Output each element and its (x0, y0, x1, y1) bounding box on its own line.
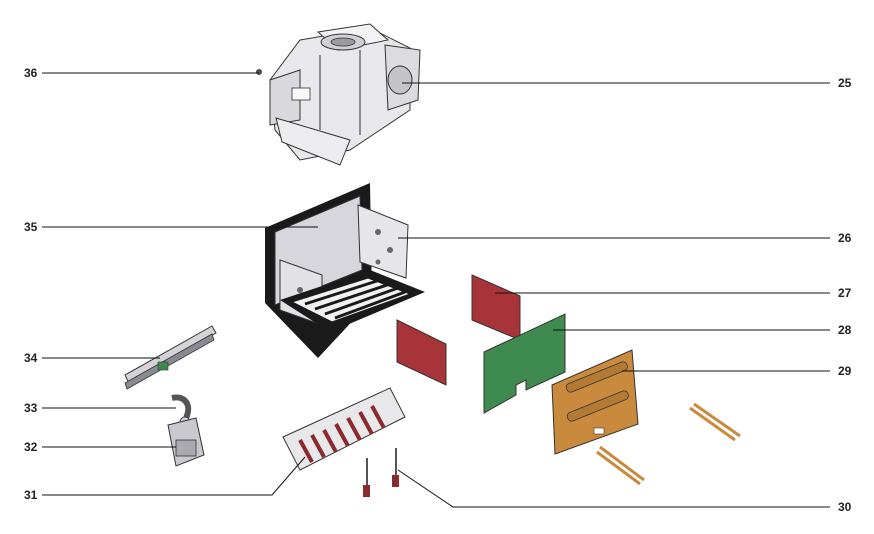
part-34-manifold-rail (124, 325, 217, 390)
part-25-fan-hood (269, 23, 421, 166)
callout-26: 26 (838, 231, 852, 245)
part-copper-clip-left (596, 445, 645, 486)
callout-27: 27 (838, 286, 852, 300)
part-29-copper-plate (551, 349, 639, 455)
callout-36: 36 (24, 66, 38, 80)
part-28-green-panel (483, 313, 566, 414)
part-32-gas-valve (167, 417, 205, 467)
callout-34: 34 (24, 351, 38, 365)
callout-33: 33 (24, 401, 38, 415)
part-red-panel-side (396, 319, 447, 386)
callout-32: 32 (24, 440, 38, 454)
part-35-chamber-frame (265, 183, 409, 358)
callout-35: 35 (24, 220, 38, 234)
part-copper-clip-right (689, 402, 741, 442)
part-31-burner (282, 387, 406, 471)
leader-lines (42, 72, 830, 508)
callout-28: 28 (838, 323, 852, 337)
callout-25: 25 (838, 76, 852, 90)
callout-31: 31 (24, 488, 38, 502)
part-36-screw (256, 69, 262, 75)
part-26-burner-tray (280, 270, 425, 332)
part-27-red-panel (471, 274, 521, 341)
callout-29: 29 (838, 364, 852, 378)
callout-30: 30 (838, 500, 852, 514)
part-30-electrodes (363, 448, 399, 497)
